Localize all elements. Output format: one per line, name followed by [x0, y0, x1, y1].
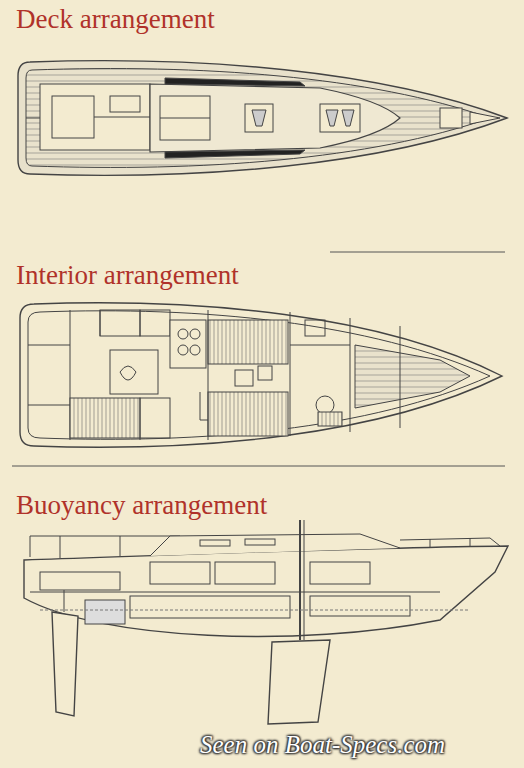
section-heading: Buoyancy arrangement — [16, 492, 267, 519]
section-heading: Interior arrangement — [16, 262, 239, 289]
section-heading: Deck arrangement — [16, 6, 215, 33]
watermark: Seen on Boat-Specs.com — [200, 732, 445, 757]
